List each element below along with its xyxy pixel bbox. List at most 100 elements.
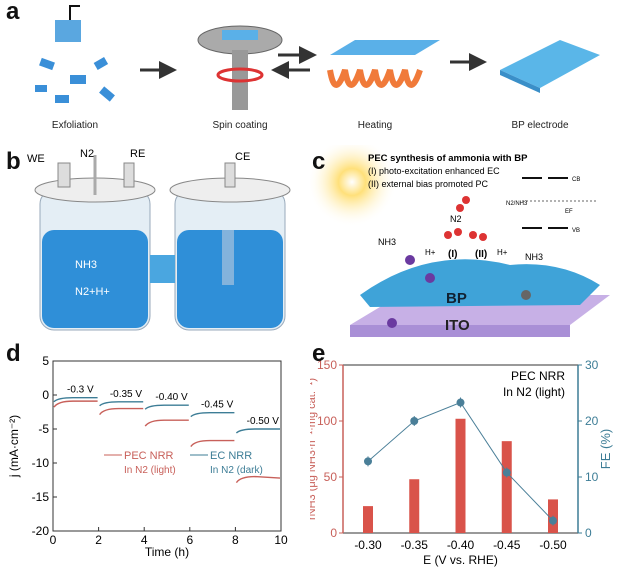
bar xyxy=(409,479,420,533)
series-pec-segment xyxy=(144,419,189,427)
x-tick-label: -0.35 xyxy=(401,538,429,552)
y-tick-label: -20 xyxy=(32,524,50,538)
segment-label: -0.45 V xyxy=(201,400,234,411)
y-tick-label: 0 xyxy=(330,526,337,540)
ef-label: EF xyxy=(565,209,573,215)
electrochemical-cell-illustration: WE N2 RE CE NH3 N2+H+ xyxy=(27,148,291,331)
segment-label: -0.40 V xyxy=(155,392,188,403)
step-label: Exfoliation xyxy=(51,120,99,131)
step-label: Heating xyxy=(357,120,393,131)
fe-point xyxy=(502,468,511,477)
fe-point xyxy=(456,398,465,407)
legend-label: EC NRR xyxy=(210,450,252,462)
cb-label: CB xyxy=(572,177,580,183)
x-tick-label: -0.50 xyxy=(539,538,567,552)
panel-label-d: d xyxy=(6,340,21,367)
y-tick-label: 5 xyxy=(42,354,49,368)
series-pec-segment xyxy=(99,407,144,416)
pathway-ii-label: (II) xyxy=(475,249,487,260)
x-tick-label: 6 xyxy=(186,533,193,547)
x-axis-label: E (V vs. RHE) xyxy=(423,553,498,567)
legend-label: PEC NRR xyxy=(124,450,174,462)
bar xyxy=(363,506,373,533)
annotation-line-1: PEC NRR xyxy=(511,369,565,383)
annotation-line-2: In N2 (light) xyxy=(503,385,565,399)
y-tick-label: -5 xyxy=(38,422,49,436)
reactants-label: N2+H+ xyxy=(75,286,110,298)
spin-coater-illustration xyxy=(197,25,283,110)
proton-label: H+ xyxy=(425,248,436,257)
x-tick-label: 4 xyxy=(141,533,148,547)
segment-label: -0.35 V xyxy=(110,389,143,400)
fe-point xyxy=(549,516,557,525)
series-pec-segment xyxy=(235,475,281,484)
bar xyxy=(455,418,466,533)
series-pec-segment xyxy=(190,439,235,447)
vb-label: VB xyxy=(572,228,580,234)
n2-label: N2 xyxy=(80,148,94,160)
bp-electrode-illustration xyxy=(500,40,600,93)
y-tick-label: -10 xyxy=(32,456,50,470)
ito-label: ITO xyxy=(445,317,470,334)
ce-label: CE xyxy=(235,151,250,163)
x-axis-label: Time (h) xyxy=(145,545,189,559)
series-ec-segment xyxy=(99,401,144,407)
y2-tick-label: 30 xyxy=(585,358,599,372)
legend-sub-label: In N2 (dark) xyxy=(210,465,263,476)
n2-label: N2 xyxy=(450,214,462,224)
panel-label-b: b xyxy=(6,148,21,175)
y2-axis-label: FE (%) xyxy=(598,429,613,469)
series-ec-segment xyxy=(235,428,280,434)
y2-tick-label: 0 xyxy=(585,526,592,540)
nh3-label-left: NH3 xyxy=(378,237,396,247)
x-tick-label: -0.40 xyxy=(447,538,475,552)
legend-sub-label: In N2 (light) xyxy=(124,465,176,476)
heating-illustration xyxy=(327,40,440,88)
y-tick-label: 0 xyxy=(42,388,49,402)
pathway-i-label: (I) xyxy=(448,249,457,260)
y-tick-label: 100 xyxy=(317,414,337,428)
x-tick-label: 0 xyxy=(50,533,57,547)
couple-label: N2/NH3 xyxy=(506,201,528,207)
bp-label: BP xyxy=(446,290,467,307)
nh3-label-right: NH3 xyxy=(525,252,543,262)
fe-point xyxy=(410,417,419,425)
y-tick-label: -15 xyxy=(32,490,50,504)
series-ec-segment xyxy=(53,397,98,403)
fe-point xyxy=(364,457,372,466)
x-tick-label: 10 xyxy=(274,533,288,547)
step-label: BP electrode xyxy=(511,120,569,131)
series-ec-segment xyxy=(190,411,235,418)
proton-label: H+ xyxy=(497,248,508,257)
step-label: Spin coating xyxy=(212,120,268,131)
y2-tick-label: 20 xyxy=(585,414,599,428)
plot-frame xyxy=(52,360,282,532)
we-label: WE xyxy=(27,153,45,165)
x-tick-label: -0.30 xyxy=(354,538,382,552)
x-tick-label: -0.45 xyxy=(493,538,521,552)
exfoliation-illustration xyxy=(35,5,115,103)
pec-mechanism-illustration: PEC synthesis of ammonia with BP (I) pho… xyxy=(310,145,610,337)
panel-label-c: c xyxy=(312,148,326,175)
y-axis-label: rNH3 (μg NH3·h⁻¹·mg cat.⁻¹) xyxy=(310,378,318,520)
nh3-label: NH3 xyxy=(75,259,97,271)
panel-label-a: a xyxy=(6,0,20,25)
re-label: RE xyxy=(130,148,145,160)
y-tick-label: 150 xyxy=(317,358,337,372)
chart-yield-fe: 0 50 100 150 0 10 20 30 -0.30 -0.35 -0.40 -0.45 -0.5… xyxy=(310,358,613,567)
x-tick-label: 8 xyxy=(232,533,239,547)
bar xyxy=(501,441,512,533)
series-pec-segment xyxy=(53,400,98,408)
y-axis-label: j (mA·cm⁻²) xyxy=(7,415,21,478)
x-tick-label: 2 xyxy=(95,533,102,547)
mechanism-line-1: (I) photo-excitation enhanced EC xyxy=(368,166,500,176)
y-tick-label: 50 xyxy=(324,470,338,484)
segment-label: -0.50 V xyxy=(247,416,280,427)
mechanism-line-2: (II) external bias promoted PC xyxy=(368,179,489,189)
y2-tick-label: 10 xyxy=(585,470,599,484)
series-ec-segment xyxy=(144,404,189,410)
panel-a-schematic xyxy=(35,5,600,110)
panel-label-e: e xyxy=(312,340,326,367)
